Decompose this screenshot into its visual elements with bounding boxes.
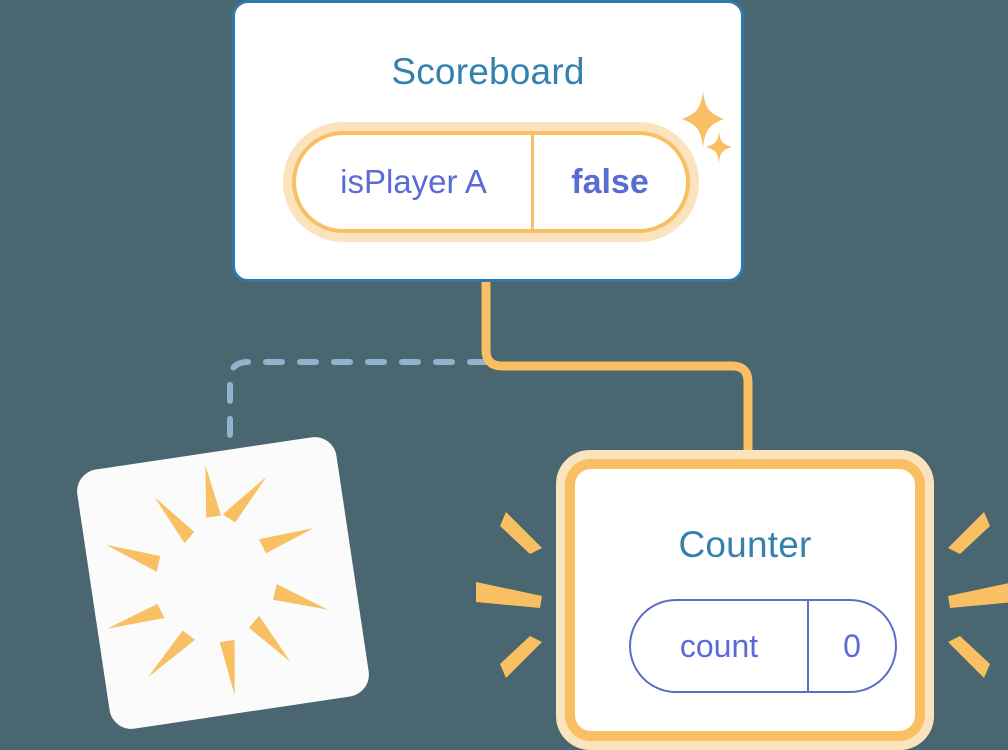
burst-rays-group	[106, 465, 329, 696]
burst-ray-icon	[106, 544, 161, 572]
counter-left-rays-group	[476, 512, 542, 678]
burst-ray-icon	[248, 616, 291, 662]
burst-ray-icon	[222, 476, 267, 523]
burst-ray-icon	[148, 630, 196, 678]
scoreboard-title: Scoreboard	[391, 51, 585, 92]
counter-state-key: count	[679, 627, 759, 664]
counter-title: Counter	[678, 524, 812, 565]
counter-right-rays-group	[948, 512, 1008, 678]
burst-ray-icon	[273, 584, 329, 610]
burst-ray-icon	[948, 636, 990, 678]
counter-state-pill[interactable]: count 0	[629, 599, 897, 693]
scoreboard-state-pill-inner: isPlayer A false	[292, 131, 690, 233]
counter-state-value: 0	[843, 627, 861, 664]
counter-card[interactable]: Counter count 0	[556, 450, 934, 750]
sparkle-large-icon	[682, 91, 724, 147]
scoreboard-state-pill[interactable]: isPlayer A false	[283, 122, 699, 242]
pill-divider	[531, 131, 534, 233]
burst-ray-icon	[205, 465, 222, 518]
burst-ray-icon	[154, 497, 195, 544]
burst-ray-icon	[219, 639, 235, 696]
burst-ray-icon	[107, 603, 165, 629]
scoreboard-state-value: false	[571, 162, 649, 201]
burst-ray-icon	[948, 583, 1008, 608]
burst-ray-icon	[500, 512, 542, 554]
scoreboard-card[interactable]: Scoreboard isPlayer A false	[232, 0, 744, 282]
scoreboard-to-counter-wire	[481, 282, 753, 460]
burst-ray-icon	[476, 582, 542, 608]
pill-divider	[807, 601, 809, 691]
sparkle-group	[682, 91, 732, 163]
burst-ray-icon	[500, 636, 542, 678]
burst-ray-icon	[948, 512, 990, 554]
blank-card[interactable]	[74, 434, 372, 732]
sparkle-small-icon	[706, 131, 732, 163]
scoreboard-state-key: isPlayer A	[340, 163, 487, 200]
counter-card-inner: Counter count 0	[565, 459, 925, 741]
burst-ray-icon	[258, 527, 314, 554]
